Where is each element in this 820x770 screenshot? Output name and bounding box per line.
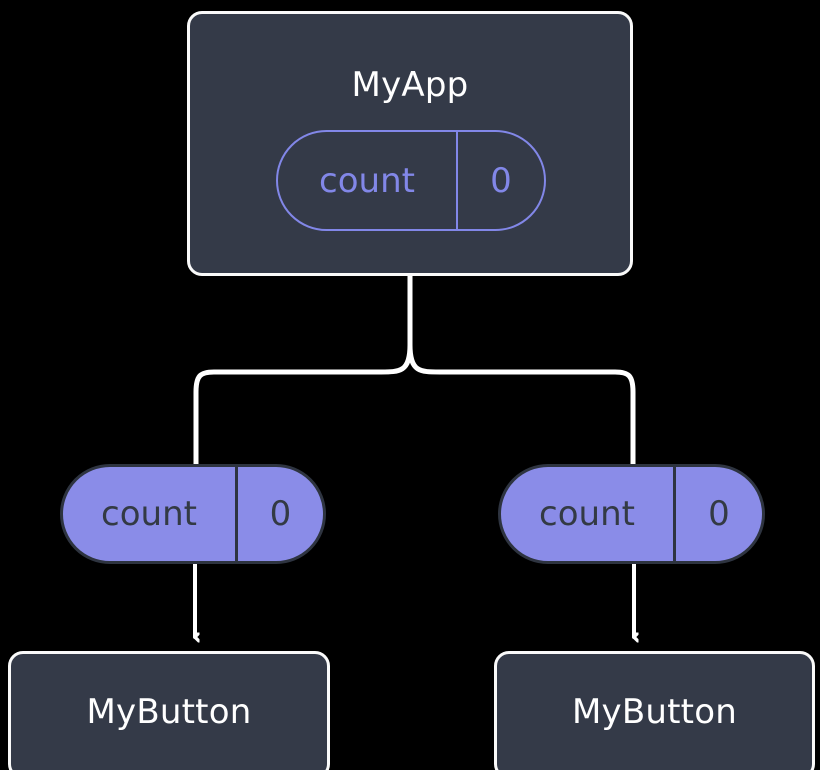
state-pill-key: count [278,132,458,229]
prop-pill-left[interactable]: count 0 [60,464,326,564]
state-pill-root[interactable]: count 0 [276,130,546,231]
prop-pill-key: count [501,467,676,561]
component-title: MyButton [572,692,737,732]
prop-pill-value: 0 [708,494,730,534]
component-title: MyButton [86,692,252,732]
prop-pill-key: count [63,467,238,561]
component-box-mybutton-right[interactable]: MyButton [494,651,815,770]
component-title: MyApp [351,65,469,105]
prop-pill-right[interactable]: count 0 [498,464,765,564]
edge-props-to-buttons [193,562,634,637]
component-box-mybutton-left[interactable]: MyButton [8,651,330,770]
edge-root-to-children [193,273,636,469]
state-pill-value: 0 [490,160,512,201]
prop-pill-value: 0 [269,494,292,534]
